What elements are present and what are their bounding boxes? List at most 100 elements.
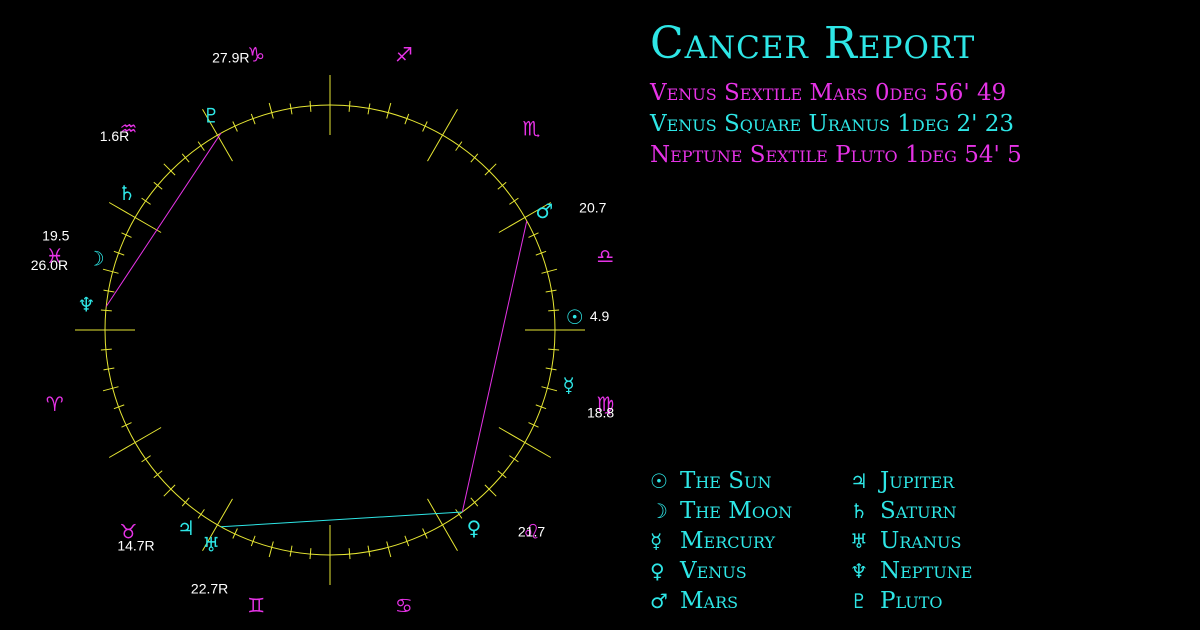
wheel-tick	[535, 250, 547, 256]
wheel-tick	[113, 404, 125, 410]
pluto-planet-icon: ♇	[202, 104, 220, 128]
legend-item-uranus: ♅Uranus	[850, 526, 961, 556]
sun-icon: ☉	[650, 469, 668, 493]
wheel-tick	[367, 103, 371, 115]
legend-item-pluto: ♇Pluto	[850, 586, 943, 616]
capricorn-sign-icon: ♑	[247, 43, 265, 67]
wheel-tick	[163, 484, 176, 497]
aspect-chord-venus-mars	[461, 220, 528, 513]
wheel-tick	[497, 181, 507, 190]
wheel-tick	[103, 367, 115, 371]
wheel-tick	[100, 309, 112, 312]
moon-planet-icon: ☽	[87, 246, 105, 270]
legend-item-mars: ♂Mars	[650, 586, 738, 616]
wheel-tick	[404, 113, 410, 125]
wheel-tick	[289, 103, 293, 115]
wheel-tick	[250, 113, 256, 125]
mars-degree-label: 20.7	[579, 199, 606, 215]
gemini-sign-icon: ♊	[247, 593, 265, 617]
legend-item-sun: ☉ The Sun	[650, 466, 772, 496]
wheel-tick	[484, 484, 497, 497]
wheel-tick	[509, 197, 519, 205]
wheel-tick	[141, 455, 151, 463]
pisces-sign-icon: ♓	[46, 244, 64, 268]
wheel-tick	[197, 141, 205, 151]
wheel-tick	[102, 268, 119, 274]
sun-planet-icon: ☉	[566, 305, 584, 329]
wheel-tick	[484, 163, 497, 176]
legend-label: Saturn	[880, 498, 957, 524]
wheel-tick	[153, 181, 163, 190]
aspect-line-venus-mars: Venus Sextile Mars 0deg 56' 49	[650, 80, 1007, 106]
saturn-icon: ♄	[850, 499, 868, 523]
wheel-tick	[163, 163, 176, 176]
saturn-degree-label: 1.6R	[100, 128, 130, 144]
wheel-tick	[268, 102, 274, 119]
legend-label: Neptune	[880, 558, 973, 584]
uranus-planet-icon: ♅	[202, 532, 220, 556]
venus-icon: ♀	[650, 559, 665, 583]
saturn-planet-icon: ♄	[118, 181, 136, 205]
report-title: Cancer Report	[650, 18, 976, 69]
wheel-tick	[268, 541, 274, 558]
legend-item-mercury: ☿ Mercury	[650, 526, 775, 556]
mars-planet-icon: ♂	[535, 199, 553, 223]
jupiter-planet-icon: ♃	[177, 516, 195, 540]
wheel-tick	[181, 497, 190, 507]
wheel-tick	[509, 455, 519, 463]
wheel-tick	[497, 470, 507, 479]
wheel-ticks	[75, 75, 585, 585]
degree-labels: 4.918.821.720.719.514.7R1.6R22.7R26.0R27…	[31, 50, 615, 597]
wheel-tick	[367, 545, 371, 557]
aspect-chord-venus-uranus	[220, 511, 463, 528]
wheel-tick	[545, 289, 557, 293]
taurus-sign-icon: ♉	[120, 520, 138, 544]
wheel-tick	[545, 367, 557, 371]
wheel-tick	[455, 509, 463, 519]
legend-label: Jupiter	[880, 468, 955, 494]
wheel-tick	[181, 153, 190, 163]
mars-icon: ♂	[650, 589, 668, 613]
legend-label: The Moon	[680, 498, 793, 524]
legend-label: The Sun	[680, 468, 772, 494]
planet-glyphs: ☉☿♀♂☽♃♄♅♆♇	[77, 104, 583, 557]
legend-label: Mercury	[680, 528, 776, 554]
zodiac-wheel: ♑♐♏♎♍♌♋♊♉♈♓♒ ☉☿♀♂☽♃♄♅♆♇ 4.918.821.720.71…	[31, 43, 615, 618]
wheel-tick	[548, 309, 560, 312]
uranus-degree-label: 22.7R	[191, 580, 228, 596]
wheel-tick	[470, 497, 479, 507]
legend-item-neptune: ♆Neptune	[850, 556, 972, 586]
aspect-lines	[105, 132, 528, 528]
legend-item-saturn: ♄ Saturn	[850, 496, 957, 526]
wheel-tick	[541, 386, 558, 392]
aspect-list: Venus Sextile Mars 0deg 56' 49 Venus Squ…	[650, 78, 1022, 171]
aspect-line-neptune-pluto: Neptune Sextile Pluto 1deg 54' 5	[650, 142, 1022, 168]
wheel-tick	[348, 548, 351, 560]
neptune-degree-label: 26.0R	[31, 257, 68, 273]
legend-item-jupiter: ♃Jupiter	[850, 466, 954, 496]
sagittarius-sign-icon: ♐	[395, 43, 413, 67]
legend-label: Venus	[680, 558, 747, 584]
wheel-tick	[541, 268, 558, 274]
wheel-tick	[113, 250, 125, 256]
aspect-line-venus-uranus: Venus Square Uranus 1deg 2' 23	[650, 111, 1015, 137]
moon-degree-label: 19.5	[42, 228, 69, 244]
venus-planet-icon: ♀	[467, 516, 482, 540]
mercury-degree-label: 18.8	[587, 405, 614, 421]
wheel-tick	[153, 470, 163, 479]
pluto-degree-label: 27.9R	[212, 50, 249, 66]
wheel-tick	[141, 197, 151, 205]
cancer-sign-icon: ♋	[395, 593, 413, 617]
wheel-tick	[348, 100, 351, 112]
planet-legend: ☉ The Sun ☽The Moon ☿ Mercury ♀ Venus ♂Mars…	[650, 466, 1050, 616]
wheel-tick	[103, 289, 115, 293]
wheel-tick	[309, 548, 312, 560]
virgo-sign-icon: ♍	[596, 392, 614, 416]
wheel-tick	[386, 102, 392, 119]
legend-item-moon: ☽The Moon	[650, 496, 792, 526]
jupiter-degree-label: 14.7R	[117, 538, 154, 554]
wheel-tick	[102, 386, 119, 392]
mercury-icon: ☿	[650, 529, 663, 553]
pluto-icon: ♇	[850, 589, 868, 613]
aquarius-sign-icon: ♒	[120, 117, 138, 141]
